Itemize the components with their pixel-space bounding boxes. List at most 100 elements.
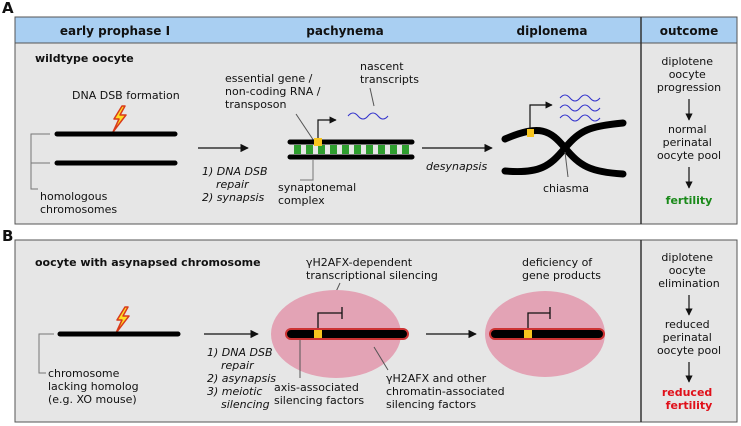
outcome-a-step2-line1: normal <box>668 123 707 136</box>
silenced-gene-locus-b <box>524 330 532 338</box>
deficiency-line1: deficiency of <box>522 256 593 269</box>
panel-a-header-bar <box>14 16 738 44</box>
sc-rung <box>342 145 349 154</box>
sc-label-line1: synaptonemal <box>278 181 356 194</box>
panel-a-letter: A <box>2 0 14 17</box>
sc-rung <box>378 145 385 154</box>
sc-rung <box>354 145 361 154</box>
deficiency-line2: gene products <box>522 269 601 282</box>
gene-label-line3: transposon <box>225 98 286 111</box>
deficiency-label: deficiency of gene products <box>522 256 601 282</box>
sc-rung <box>366 145 373 154</box>
silencing-label-line1: γH2AFX-dependent <box>306 256 413 269</box>
sc-rungs <box>294 145 409 154</box>
synapsis-step1: 1) DNA DSB <box>202 165 268 178</box>
sc-rung <box>402 145 409 154</box>
chiasma-arm-2 <box>501 119 627 176</box>
outcome-b-step2-line1: reduced <box>665 318 710 331</box>
silenced-gene-locus <box>314 330 322 338</box>
nascent-pointer <box>369 87 375 107</box>
axis-factors-line1: axis-associated <box>274 381 359 394</box>
outcome-a-step1-line2: oocyte <box>669 68 706 81</box>
silencing-label-line2: transcriptional silencing <box>306 269 438 282</box>
outcome-b-reduced-fertility: reduced fertility <box>662 386 716 412</box>
transcript-wave-3 <box>559 114 601 122</box>
axis-factors-label: axis-associated silencing factors <box>274 381 364 407</box>
asynapsed-title: oocyte with asynapsed chromosome <box>35 256 261 269</box>
synaptonemal-complex <box>287 138 415 160</box>
lacking-homolog-line2: lacking homolog <box>48 380 139 393</box>
outcome-b-final-line1: reduced <box>662 386 712 399</box>
outcome-a-step1-line3: progression <box>657 81 721 94</box>
diplonema-transcripts <box>559 94 601 122</box>
sc-rung <box>318 145 325 154</box>
silenced-chromosome-axis <box>285 328 409 340</box>
outcome-a-step2: normal perinatal oocyte pool <box>657 123 721 162</box>
asynapsis-step1: 1) DNA DSB <box>207 346 273 359</box>
lacking-homolog-line1: chromosome <box>48 367 120 380</box>
outcome-a-step2-line3: oocyte pool <box>657 149 721 162</box>
outcome-a-fertility: fertility <box>666 194 713 207</box>
repressed-transcription-arrow <box>317 307 343 330</box>
diplonema-transcription-arrow <box>529 101 553 129</box>
sc-rung <box>294 145 301 154</box>
desynapsis-label: desynapsis <box>426 160 487 173</box>
outcome-b-step2-line2: perinatal <box>663 331 712 344</box>
homologous-label: homologous chromosomes <box>40 190 117 216</box>
sc-rung <box>330 145 337 154</box>
header-early-prophase: early prophase I <box>60 24 170 38</box>
dsb-bolt-icon-b <box>115 306 130 334</box>
asynapsis-step3b: silencing <box>221 398 270 411</box>
outcome-b-step1-line2: oocyte <box>669 264 706 277</box>
homolog-bracket <box>30 133 50 190</box>
sc-label: synaptonemal complex <box>278 181 360 207</box>
unpaired-bracket <box>38 333 54 374</box>
dsb-formation-label: DNA DSB formation <box>72 89 180 102</box>
asynapsis-step2: 2) asynapsis <box>207 372 276 385</box>
lacking-homolog-label: chromosome lacking homolog (e.g. XO mous… <box>48 367 142 406</box>
panel-a-background <box>14 16 738 225</box>
nascent-transcript-wave <box>347 112 389 120</box>
gene-locus-marker-diplonema <box>527 129 534 137</box>
gh2afx-line3: silencing factors <box>386 398 476 411</box>
header-diplonema: diplonema <box>517 24 588 38</box>
panel-b-letter: B <box>2 227 13 245</box>
panel-b: oocyte with asynapsed chromosome chromos… <box>14 239 738 423</box>
outcome-b-step1-line1: diplotene <box>661 251 713 264</box>
repressed-transcription-arrow-b <box>527 307 551 330</box>
sc-label-line2: complex <box>278 194 325 207</box>
sc-rung <box>390 145 397 154</box>
gh2afx-label: γH2AFX and other chromatin-associated si… <box>386 372 508 411</box>
nascent-label-line2: transcripts <box>360 73 419 86</box>
gene-label-line1: essential gene / <box>225 72 313 85</box>
homologous-label-line2: chromosomes <box>40 203 117 216</box>
lacking-homolog-line3: (e.g. XO mouse) <box>48 393 137 406</box>
chiasma-label: chiasma <box>543 182 589 195</box>
outcome-b-step2-line3: oocyte pool <box>657 344 721 357</box>
gh2afx-line1: γH2AFX and other <box>386 372 487 385</box>
outcome-b-step1-line3: elimination <box>658 277 719 290</box>
nascent-label: nascent transcripts <box>360 60 419 86</box>
synapsis-steps: 1) DNA DSB repair 2) synapsis <box>202 165 271 204</box>
nascent-label-line1: nascent <box>360 60 404 73</box>
dsb-bolt-icon <box>112 105 127 133</box>
silenced-chromosome-axis-b <box>489 328 605 340</box>
asynapsis-step1b: repair <box>221 359 255 372</box>
header-pachynema: pachynema <box>306 24 383 38</box>
silencing-label: γH2AFX-dependent transcriptional silenci… <box>306 256 438 282</box>
panel-a: early prophase I pachynema diplonema out… <box>14 16 738 225</box>
transcription-start-arrow <box>317 116 337 141</box>
gh2afx-line2: chromatin-associated <box>386 385 505 398</box>
outcome-a-step1: diplotene oocyte progression <box>657 55 721 94</box>
gh2afx-pointer <box>373 346 389 371</box>
wildtype-title: wildtype oocyte <box>35 52 134 65</box>
outcome-a-step2-line2: perinatal <box>663 136 712 149</box>
transcript-wave-1 <box>559 94 601 102</box>
chiasma-pointer <box>564 151 569 178</box>
header-outcome: outcome <box>660 24 719 38</box>
sc-label-pointer <box>300 160 314 181</box>
synapsis-step1b: repair <box>216 178 250 191</box>
gene-locus-marker <box>314 138 322 146</box>
outcome-a-step1-line1: diplotene <box>661 55 713 68</box>
